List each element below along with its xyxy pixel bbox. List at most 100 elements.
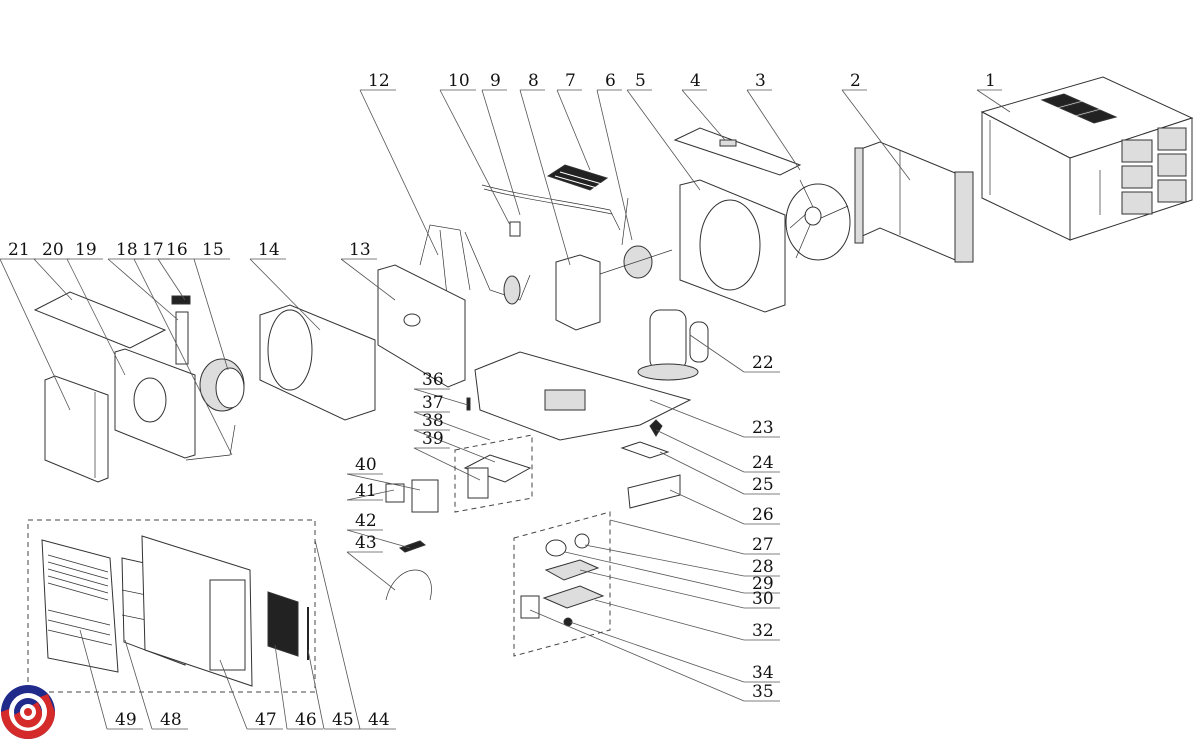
callout-30: 30 [579,569,780,609]
part-39-box [467,467,489,499]
callout-leader-line [841,89,911,181]
callout-number: 43 [355,533,377,553]
callout-leader-line [556,89,591,171]
callout-leader-line [609,519,745,555]
part-14-housing [259,304,376,421]
callout-29: 29 [564,551,780,594]
part-8-bracket [555,254,601,331]
callout-leader-line [519,89,571,266]
callout-number: 37 [422,393,444,413]
part-41-label [385,483,405,503]
callout-22: 22 [689,334,780,373]
callout-4: 4 [681,71,726,141]
callout-number: 47 [255,710,277,730]
callout-leader-line [649,399,745,438]
callout-45: 45 [307,649,360,730]
callout-number: 39 [422,429,444,449]
callout-number: 41 [355,481,377,501]
callout-number: 44 [368,710,390,730]
callout-leader-line [976,89,1011,113]
callout-leader-line [219,659,248,730]
part-10-clip [509,221,521,237]
callout-leader-line [655,429,745,473]
callout-39: 39 [413,429,481,481]
callout-number: 8 [528,71,539,91]
part-9-capillary [481,184,621,231]
callout-43: 43 [346,533,396,591]
callout-number: 20 [42,240,64,260]
part-35-display [520,595,540,619]
part-29-capacitor [545,539,567,557]
callout-17: 17 [133,240,233,456]
callout-18: 18 [107,240,179,321]
callouts: 1234567891012131415161718192021222324252… [0,71,1011,730]
callout-number: 28 [752,557,774,577]
part-42-remote [398,540,427,553]
callout-number: 19 [75,240,97,260]
callout-40: 40 [346,455,421,491]
callout-number: 45 [332,710,354,730]
callout-leader-line [413,411,491,441]
callout-27: 27 [609,519,780,555]
group-box-control-board [513,511,611,657]
part-28-clamp [574,533,590,549]
part-46-louver [267,591,299,657]
callout-13: 13 [340,240,396,301]
callout-leader-line [669,489,745,525]
callout-number: 34 [752,663,774,683]
callout-1: 1 [976,71,1011,113]
callout-leader-line [689,334,745,373]
callout-number: 12 [368,71,390,91]
callout-48: 48 [124,639,188,730]
callout-number: 32 [752,621,774,641]
callout-leader-line [579,569,745,609]
callout-leader-line [481,89,521,216]
callout-leader-line [659,451,745,495]
brand-logo [1,685,55,739]
callout-49: 49 [79,629,143,730]
callout-47: 47 [219,659,283,730]
part-5-shroud [679,179,786,313]
callout-leader-line [359,89,439,256]
callout-number: 9 [490,71,501,91]
callout-leader-line [346,473,421,491]
callout-number: 10 [448,71,470,91]
part-30-board [544,559,600,581]
callout-number: 30 [752,589,774,609]
part-43-cord [385,569,432,601]
callout-20: 20 [33,240,73,301]
callout-number: 29 [752,574,774,594]
part-17-rod [185,424,236,461]
callout-leader-line [681,89,726,141]
part-22-compressor [637,309,709,381]
callout-leader-line [193,258,229,371]
callout-28: 28 [584,544,780,577]
callout-number: 27 [752,535,774,555]
callout-5: 5 [626,71,701,191]
part-6-motor [599,197,673,279]
part-23-base [474,351,692,441]
callout-14: 14 [249,240,321,331]
part-2-condenser [854,141,974,263]
callout-24: 24 [655,429,780,473]
callout-leader-line [274,644,288,730]
callout-19: 19 [66,240,126,376]
callout-37: 37 [413,393,491,441]
part-49-front-grille [41,539,119,673]
callout-7: 7 [556,71,591,171]
callout-leader-line [346,551,396,591]
part-15-blower [199,358,245,412]
callout-leader-line [157,258,186,301]
callout-leader-line [107,258,179,321]
callout-number: 40 [355,455,377,475]
callout-42: 42 [346,511,411,549]
callout-32: 32 [594,599,780,641]
callout-34: 34 [569,621,780,683]
callout-21: 21 [0,240,71,411]
parts [33,76,1194,687]
callout-leader-line [564,551,745,594]
part-19-panel [114,348,196,459]
callout-3: 3 [746,71,801,171]
callout-36: 36 [413,370,469,406]
callout-6: 6 [596,71,633,241]
